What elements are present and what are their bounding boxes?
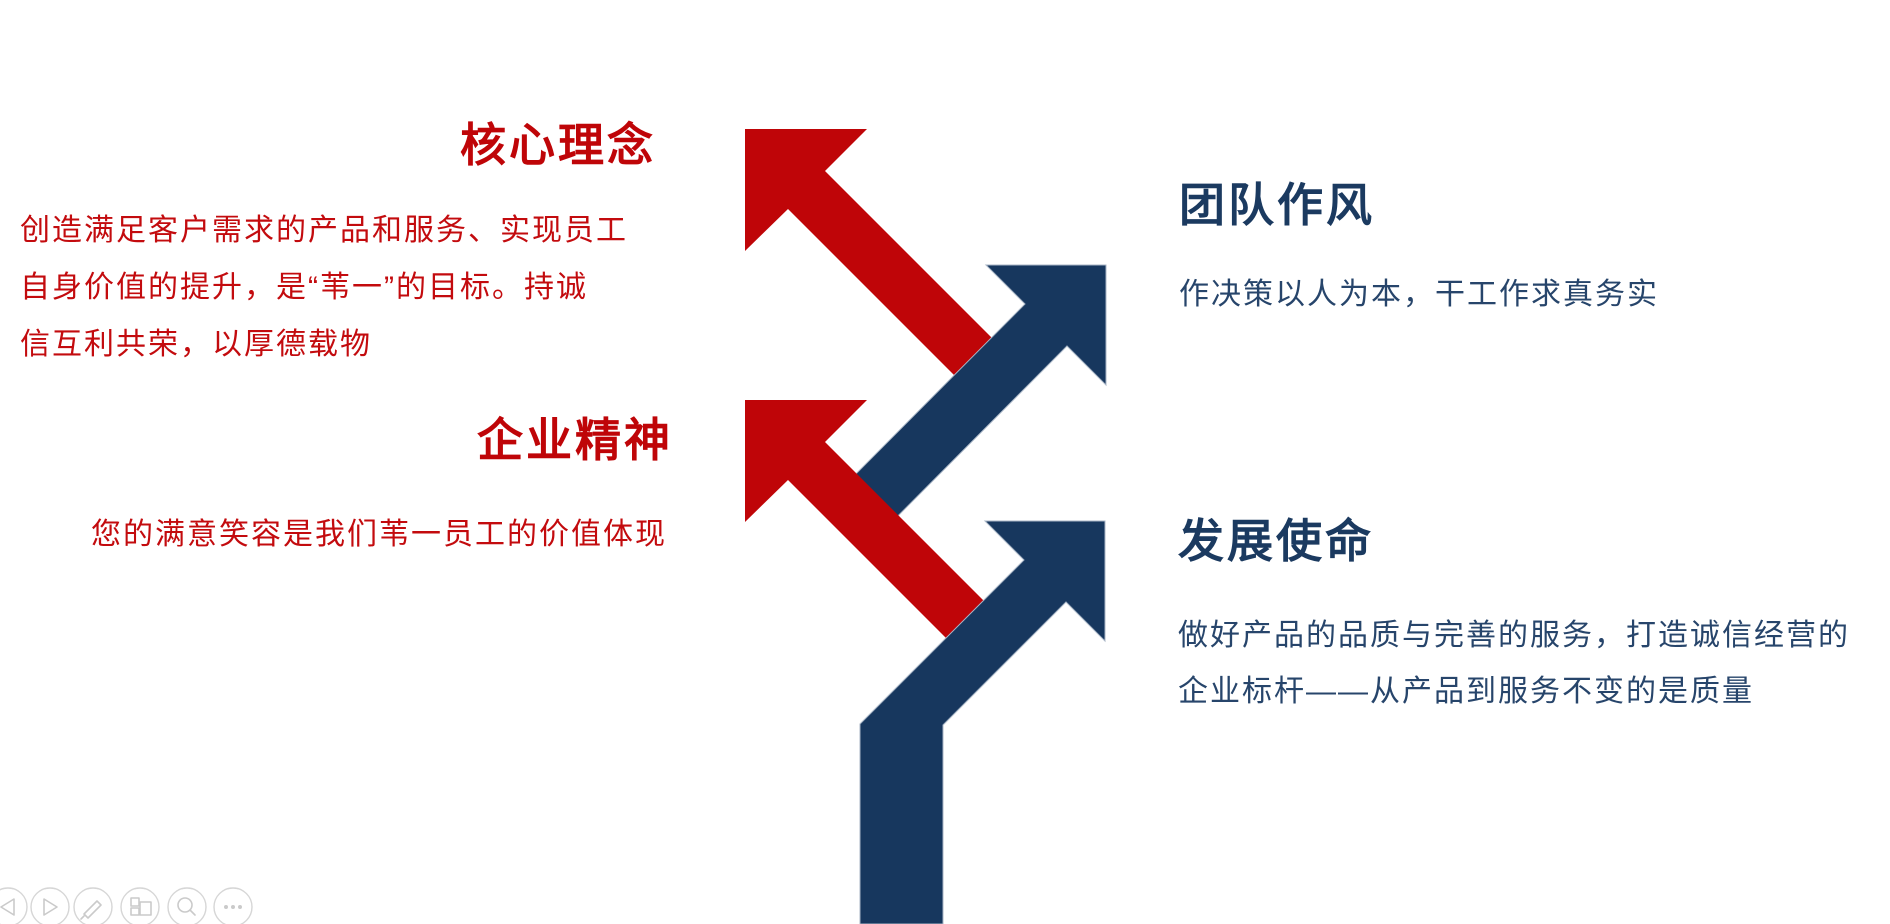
navy-bent-up-right-arrow-2 [859,520,1106,924]
see-all-slides-icon [130,897,152,916]
red-up-left-arrow-2 [745,400,1014,669]
slideshow-controls [0,887,253,924]
zoom-button[interactable] [167,887,207,924]
previous-icon [0,898,15,916]
core-philosophy-title: 核心理念 [460,119,656,171]
see-all-slides-button[interactable] [120,887,160,924]
development-mission-body: 做好产品的品质与完善的服务，打造诚信经营的 企业标杆——从产品到服务不变的是质量 [1178,608,1850,720]
previous-slide-button[interactable] [0,887,28,924]
next-slide-button[interactable] [30,887,70,924]
core-body-line-3: 信互利共荣，以厚德载物 [20,328,372,361]
core-philosophy-body: 创造满足客户需求的产品和服务、实现员工 自身价值的提升，是“苇一”的目标。持诚 … [20,202,628,373]
red-up-left-arrow-1 [745,129,1024,408]
team-style-body: 作决策以人为本，干工作求真务实 [1179,278,1659,311]
pen-tools-button[interactable] [73,887,113,924]
mission-body-line-2: 企业标杆——从产品到服务不变的是质量 [1178,675,1754,708]
enterprise-spirit-title: 企业精神 [477,414,673,466]
pen-icon [80,900,102,920]
enterprise-spirit-subtitle: 您的满意笑容是我们苇一员工的价值体现 [91,518,667,551]
mission-body-line-1: 做好产品的品质与完善的服务，打造诚信经营的 [1178,619,1850,652]
next-icon [43,898,58,916]
development-mission-title: 发展使命 [1178,515,1374,567]
core-body-line-1: 创造满足客户需求的产品和服务、实现员工 [20,214,628,247]
core-body-line-2: 自身价值的提升，是“苇一”的目标。持诚 [20,271,588,304]
team-style-title: 团队作风 [1179,179,1375,231]
magnifier-icon [177,897,196,916]
ellipsis-icon [224,905,242,909]
more-options-button[interactable] [213,887,253,924]
